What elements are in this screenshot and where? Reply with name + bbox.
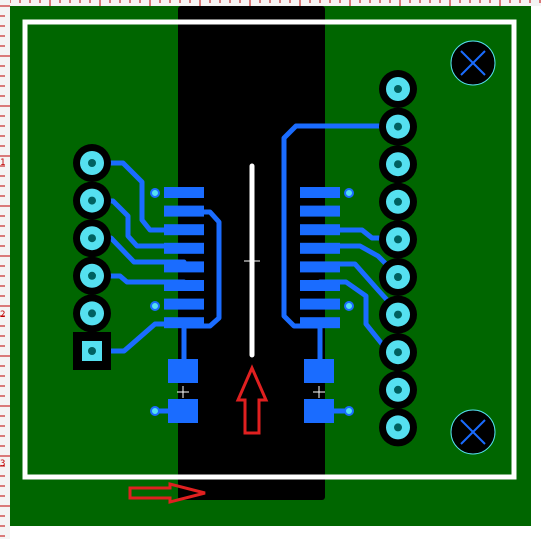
mounting-hole-bottom[interactable] xyxy=(450,409,496,455)
ic-pad-right[interactable] xyxy=(300,224,340,236)
ic-pad-right[interactable] xyxy=(300,205,340,217)
drill-hole xyxy=(394,423,402,432)
trace-l1 xyxy=(89,160,187,233)
right-pin-header[interactable] xyxy=(379,70,417,447)
up-arrow-icon xyxy=(235,364,269,435)
drill-hole xyxy=(394,122,402,131)
ic-pad-right[interactable] xyxy=(300,261,340,273)
drill-hole xyxy=(394,348,402,357)
via-6 xyxy=(344,406,354,416)
ruler-top xyxy=(0,0,541,6)
drill-hole xyxy=(394,85,402,93)
via-4 xyxy=(344,301,354,311)
drill-hole xyxy=(394,310,402,319)
drill-hole xyxy=(88,347,96,355)
via-5 xyxy=(150,406,160,416)
drill-hole xyxy=(88,196,96,205)
ic-pad-left[interactable] xyxy=(164,187,204,198)
ic-pad-left[interactable] xyxy=(164,261,204,273)
via-1 xyxy=(150,188,160,198)
ic-pad-left[interactable] xyxy=(164,242,204,254)
via-3 xyxy=(344,188,354,198)
mounting-hole-top[interactable] xyxy=(450,40,496,86)
drill-hole xyxy=(394,235,402,244)
ic-pad-right[interactable] xyxy=(300,280,340,291)
vias[interactable] xyxy=(150,188,354,416)
drill-hole xyxy=(88,234,96,243)
ic-pad-left[interactable] xyxy=(164,224,204,236)
center-silkscreen-line[interactable] xyxy=(244,163,260,358)
smd-left-pad-top xyxy=(168,359,198,383)
drill-hole xyxy=(88,271,96,280)
right-arrow-icon xyxy=(128,482,206,504)
smd-right-pad-top xyxy=(304,359,334,383)
left-pin-header[interactable] xyxy=(73,144,111,370)
drill-hole xyxy=(88,159,96,167)
ruler-left: 1 2 3 xyxy=(0,0,10,539)
ic-right-pads[interactable] xyxy=(300,187,340,329)
smd-right-pad-bottom xyxy=(304,399,334,423)
trace-r2 xyxy=(281,123,401,329)
via-2 xyxy=(150,301,160,311)
smd-left-pad-bottom xyxy=(168,399,198,423)
ic-pad-right[interactable] xyxy=(300,317,340,329)
ic-pad-right[interactable] xyxy=(300,298,340,310)
ic-pad-left[interactable] xyxy=(164,317,204,329)
ic-pad-left[interactable] xyxy=(164,280,204,291)
drill-hole xyxy=(88,309,96,318)
smd-components[interactable] xyxy=(168,359,334,423)
drill-hole xyxy=(394,197,402,206)
board-outline[interactable] xyxy=(22,19,517,480)
trace-l-ic-loop xyxy=(181,209,222,329)
drill-hole xyxy=(394,385,402,394)
ic-pad-left[interactable] xyxy=(164,298,204,310)
ruler-mark-3: 3 xyxy=(0,459,5,469)
ruler-mark-2: 2 xyxy=(0,310,5,320)
smd-origin-marks xyxy=(177,386,325,398)
ic-pad-right[interactable] xyxy=(300,187,340,198)
ruler-mark-1: 1 xyxy=(0,158,5,168)
ic-pad-left[interactable] xyxy=(164,205,204,217)
ic-left-pads[interactable] xyxy=(164,187,204,329)
drill-hole xyxy=(394,160,402,169)
ic-pad-right[interactable] xyxy=(300,242,340,254)
drill-hole xyxy=(394,273,402,281)
